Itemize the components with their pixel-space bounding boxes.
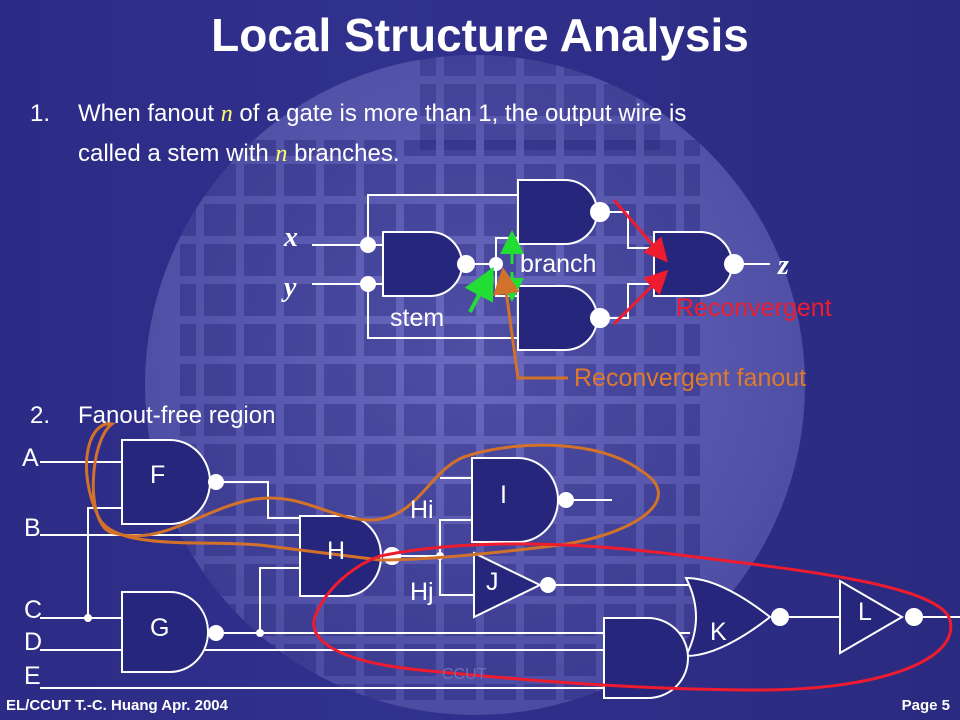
diagram-1 <box>312 179 770 351</box>
watermark: CCUT <box>442 666 487 683</box>
input-e-label: E <box>24 662 41 690</box>
reconvergent-arrow-bottom <box>612 269 669 326</box>
stem-arrow <box>464 266 494 313</box>
bullet-1-line-2-post: branches. <box>287 140 400 167</box>
gate-i-label: I <box>500 481 507 509</box>
input-d-label: D <box>24 628 43 656</box>
gate-k-body <box>684 576 772 658</box>
gate-f-body <box>121 439 211 525</box>
bullet-2-number: 2. <box>30 402 51 429</box>
gate-j-bubble <box>540 577 556 593</box>
bullet-1-var-n: n <box>220 101 233 127</box>
junction-stem <box>489 257 503 271</box>
gate-k-bubble <box>771 608 789 626</box>
gate-j-label: J <box>486 568 499 596</box>
gate-j-body <box>473 551 543 619</box>
output-z-label: z <box>778 250 789 281</box>
gate-g-label: G <box>150 614 170 642</box>
branch-hi-label: Hi <box>410 496 434 524</box>
footer-left: EL/CCUT T.-C. Huang Apr. 2004 <box>6 697 228 714</box>
bullet-1-line-1: When fanout n of a gate is more than 1, … <box>78 94 686 134</box>
gate-lower-and-body <box>603 617 689 699</box>
fanout-free-region-outline-orange <box>85 422 660 562</box>
bullet-1-var-n-2: n <box>275 141 288 167</box>
gate-l-bubble <box>905 608 923 626</box>
junction-x <box>360 237 376 253</box>
gate-i-body <box>471 457 559 543</box>
gate-i-bubble <box>558 492 574 508</box>
gate-h-label: H <box>327 537 346 565</box>
stem-label: stem <box>390 304 445 332</box>
diagram-2 <box>40 439 960 699</box>
slide-title: Local Structure Analysis <box>211 9 749 61</box>
nand-gate-output <box>653 231 733 297</box>
input-c-label: C <box>24 596 43 624</box>
bullet-1-line-2: called a stem with n branches. <box>78 134 400 174</box>
reconvergent-arrow-top <box>612 199 668 263</box>
nand-bubble-middle <box>457 255 475 273</box>
bullet-1-line-1-post: of a gate is more than 1, the output wir… <box>232 100 687 127</box>
nand-bubble-output <box>724 254 744 274</box>
nand-gate-lower <box>517 285 598 351</box>
nand-bubble-lower <box>590 308 610 328</box>
nand-gate-middle <box>382 231 463 297</box>
branch-hj-label: Hj <box>410 578 434 606</box>
reconvergent-fanout-arrow <box>493 267 568 380</box>
junction-y <box>360 276 376 292</box>
nand-gate-upper <box>517 179 598 245</box>
junction-c <box>84 614 92 622</box>
bullet-1-line-2-pre: called a stem with <box>78 140 276 167</box>
gate-l-label: L <box>858 598 872 626</box>
junction-g-out <box>256 629 264 637</box>
reconvergent-label: Reconvergent <box>676 294 832 322</box>
input-x-label: x <box>284 222 298 253</box>
bullet-1-line-1-pre: When fanout <box>78 100 221 127</box>
gate-k-label: K <box>710 618 727 646</box>
gate-f-label: F <box>150 461 166 489</box>
branch-label: branch <box>520 250 597 278</box>
reconvergent-fanout-label: Reconvergent fanout <box>574 364 807 392</box>
gate-g-bubble <box>208 625 224 641</box>
input-y-label: y <box>284 272 297 303</box>
input-b-label: B <box>24 514 41 542</box>
gate-g-body <box>121 591 209 673</box>
bullet-1-number: 1. <box>30 100 51 127</box>
input-a-label: A <box>22 444 39 472</box>
gate-l-body <box>839 579 904 655</box>
fanout-free-region-outline-red <box>312 542 953 692</box>
gate-f-bubble <box>208 474 224 490</box>
footer-page-number: Page 5 <box>901 697 950 714</box>
nand-bubble-upper <box>590 202 610 222</box>
